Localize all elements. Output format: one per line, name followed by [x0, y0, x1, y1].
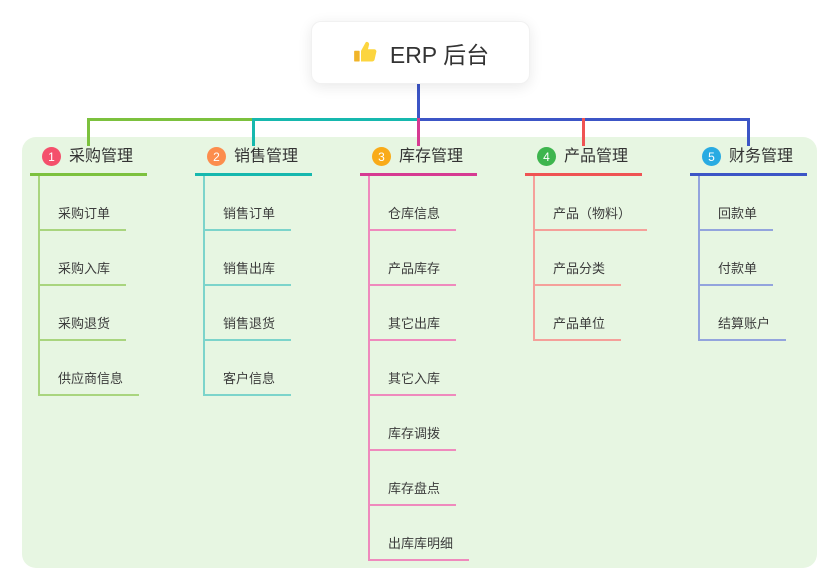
branches-panel — [22, 137, 817, 568]
branch-number-badge: 4 — [537, 147, 556, 166]
child-node[interactable]: 产品分类 — [533, 231, 647, 286]
branch-children: 产品（物料） 产品分类 产品单位 — [533, 176, 648, 341]
child-label: 结算账户 — [698, 316, 787, 341]
child-label: 其它入库 — [368, 371, 457, 396]
child-label: 产品分类 — [533, 261, 622, 286]
child-node[interactable]: 库存调拨 — [368, 396, 477, 451]
root-connector-line — [417, 81, 420, 121]
child-node[interactable]: 仓库信息 — [368, 176, 477, 231]
child-node[interactable]: 销售订单 — [203, 176, 312, 231]
branch-number-badge: 1 — [42, 147, 61, 166]
child-label: 销售出库 — [203, 261, 292, 286]
root-title: ERP 后台 — [389, 41, 490, 68]
child-node[interactable]: 出库库明细 — [368, 506, 477, 561]
branch-label: 产品管理 — [564, 148, 629, 165]
child-label: 库存调拨 — [368, 426, 457, 451]
branch: 5 财务管理 回款单 付款单 结算账户 — [690, 146, 808, 341]
child-node[interactable]: 销售出库 — [203, 231, 312, 286]
child-label: 产品库存 — [368, 261, 457, 286]
branch: 4 产品管理 产品（物料） 产品分类 产品单位 — [525, 146, 648, 341]
branch-label: 销售管理 — [234, 148, 299, 165]
child-label: 采购入库 — [38, 261, 127, 286]
child-label: 其它出库 — [368, 316, 457, 341]
branch-header[interactable]: 1 采购管理 — [30, 146, 148, 176]
branch-header[interactable]: 2 销售管理 — [195, 146, 313, 176]
child-label: 客户信息 — [203, 371, 292, 396]
child-label: 仓库信息 — [368, 206, 457, 231]
child-node[interactable]: 付款单 — [698, 231, 807, 286]
child-label: 付款单 — [698, 261, 774, 286]
bus-segment — [252, 118, 417, 121]
branch: 2 销售管理 销售订单 销售出库 销售退货 客户信息 — [195, 146, 313, 396]
child-label: 产品单位 — [533, 316, 622, 341]
root-node[interactable]: ERP 后台 — [311, 21, 530, 84]
child-label: 采购退货 — [38, 316, 127, 341]
branch-number-badge: 2 — [207, 147, 226, 166]
branch-children: 销售订单 销售出库 销售退货 客户信息 — [203, 176, 312, 396]
child-node[interactable]: 回款单 — [698, 176, 807, 231]
branch-drop-line — [417, 118, 420, 146]
child-node[interactable]: 产品库存 — [368, 231, 477, 286]
child-label: 产品（物料） — [533, 206, 648, 231]
branch-label: 采购管理 — [69, 148, 134, 165]
branch: 1 采购管理 采购订单 采购入库 采购退货 供应商信息 — [30, 146, 148, 396]
child-node[interactable]: 产品（物料） — [533, 176, 648, 231]
branch-header[interactable]: 5 财务管理 — [690, 146, 808, 176]
branch: 3 库存管理 仓库信息 产品库存 其它出库 其它入库 库存调拨 库存盘点 出库库… — [360, 146, 478, 561]
branch-children: 采购订单 采购入库 采购退货 供应商信息 — [38, 176, 147, 396]
child-node[interactable]: 供应商信息 — [38, 341, 147, 396]
thumbs-up-icon — [352, 39, 379, 66]
branch-number-badge: 3 — [372, 147, 391, 166]
child-label: 采购订单 — [38, 206, 127, 231]
branch-header[interactable]: 3 库存管理 — [360, 146, 478, 176]
child-node[interactable]: 采购入库 — [38, 231, 147, 286]
child-node[interactable]: 结算账户 — [698, 286, 807, 341]
child-node[interactable]: 产品单位 — [533, 286, 647, 341]
child-label: 回款单 — [698, 206, 774, 231]
branch-drop-line — [87, 118, 90, 146]
child-node[interactable]: 销售退货 — [203, 286, 312, 341]
branch-number-badge: 5 — [702, 147, 721, 166]
child-label: 出库库明细 — [368, 536, 470, 561]
child-node[interactable]: 库存盘点 — [368, 451, 477, 506]
child-node[interactable]: 采购订单 — [38, 176, 147, 231]
branch-drop-line — [747, 118, 750, 146]
branch-label: 财务管理 — [729, 148, 794, 165]
branch-label: 库存管理 — [399, 148, 464, 165]
child-label: 库存盘点 — [368, 481, 457, 506]
branch-header[interactable]: 4 产品管理 — [525, 146, 643, 176]
branch-children: 仓库信息 产品库存 其它出库 其它入库 库存调拨 库存盘点 出库库明细 — [368, 176, 477, 561]
child-node[interactable]: 客户信息 — [203, 341, 312, 396]
child-label: 销售订单 — [203, 206, 292, 231]
branch-drop-line — [252, 118, 255, 146]
child-label: 销售退货 — [203, 316, 292, 341]
child-label: 供应商信息 — [38, 371, 140, 396]
bus-segment — [87, 118, 252, 121]
child-node[interactable]: 其它出库 — [368, 286, 477, 341]
branch-drop-line — [582, 118, 585, 146]
child-node[interactable]: 采购退货 — [38, 286, 147, 341]
child-node[interactable]: 其它入库 — [368, 341, 477, 396]
branch-children: 回款单 付款单 结算账户 — [698, 176, 807, 341]
